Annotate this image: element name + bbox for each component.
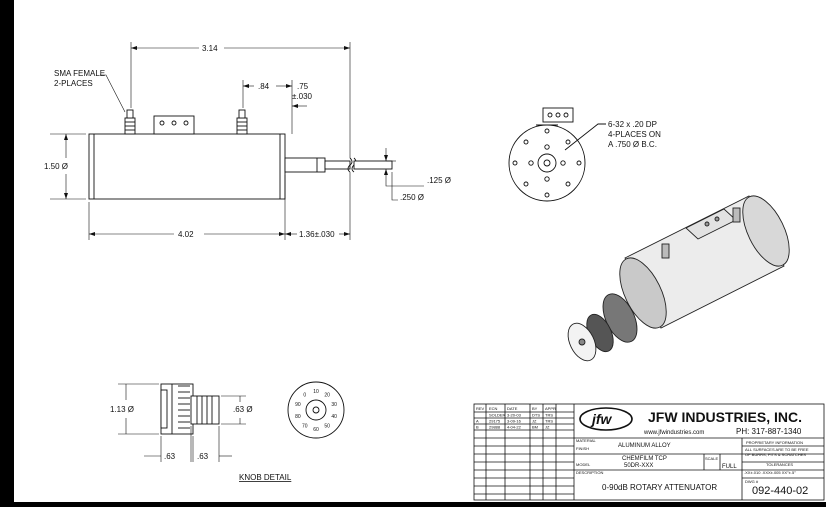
dim-shaft-length: 1.36±.030 xyxy=(299,230,335,239)
rev-cell: A xyxy=(476,419,479,424)
dial-mark: 90 xyxy=(295,402,301,408)
dial-mark: 10 xyxy=(313,389,319,395)
dim-collar-dia: .250 Ø xyxy=(400,193,424,202)
dial-mark: 80 xyxy=(295,414,301,420)
drawing-sheet: SMA FEMALE 2-PLACES 3.14 .84 .75 ±.030 1… xyxy=(14,0,826,502)
hole-label-3: A .750 Ø B.C. xyxy=(608,140,657,149)
rev-cell: BM xyxy=(532,425,538,430)
prop-info: PROPRIETARY INFORMATION xyxy=(746,440,803,445)
rev-cell: 29888 xyxy=(489,425,501,430)
shaft xyxy=(324,160,351,170)
front-arrows xyxy=(64,46,388,236)
dwg-number: 092-440-02 xyxy=(752,485,808,497)
knob-width-2: .63 xyxy=(197,452,209,461)
material-label: MATERIAL xyxy=(576,438,596,443)
rev-header: BY xyxy=(532,406,538,411)
rev-cell: JZ xyxy=(532,419,537,424)
dial-mark: 40 xyxy=(331,414,337,420)
dim-shaft-offset-2: ±.030 xyxy=(292,92,313,101)
sma-label-line1: SMA FEMALE xyxy=(54,69,105,78)
dial-mark: 70 xyxy=(302,423,308,429)
rev-cell: DTS xyxy=(532,413,540,418)
end-view xyxy=(508,107,606,202)
website: www.jfwindustries.com xyxy=(643,430,704,436)
hole-label-1: 6-32 x .20 DP xyxy=(608,120,657,129)
knob-detail-title: KNOB DETAIL xyxy=(239,473,292,482)
sma-label-line2: 2-PLACES xyxy=(54,79,93,88)
scale-label: SCALE xyxy=(705,456,718,461)
rev-header: REV xyxy=(476,406,485,411)
dim-body-length: 4.02 xyxy=(178,230,194,239)
hole-label-2: 4-PLACES ON xyxy=(608,130,661,139)
dial-mark: 30 xyxy=(331,402,337,408)
knob-dimensions xyxy=(118,383,246,462)
rev-header: ECN xyxy=(489,406,498,411)
front-view xyxy=(88,109,393,200)
tolerance-values: .XX±.010 .XXX±.005 XX°±.5° xyxy=(744,470,796,475)
sma-connector-right xyxy=(236,109,248,135)
end-flange xyxy=(508,124,586,202)
knob-dia-small: .63 Ø xyxy=(233,405,253,414)
jfw-logo: jfw xyxy=(579,407,633,431)
dial-mark: 20 xyxy=(324,393,330,399)
model-label: MODEL xyxy=(576,462,591,467)
phone: PH: 317-887-1340 xyxy=(736,427,802,436)
tolerance-label: TOLERANCES xyxy=(766,462,793,467)
dim-conn-spacing: .84 xyxy=(258,82,270,91)
description-value: 0-90dB ROTARY ATTENUATOR xyxy=(602,483,717,492)
rev-cell: B xyxy=(476,425,479,430)
rev-cell: 3-09-16 xyxy=(507,419,522,424)
logo-text: jfw xyxy=(590,411,613,427)
rev-cell: SOLDER xyxy=(489,413,506,418)
drawing-canvas: SMA FEMALE 2-PLACES 3.14 .84 .75 ±.030 1… xyxy=(44,42,825,501)
model-value: 50DR-XXX xyxy=(624,463,653,469)
knob-dia-large: 1.13 Ø xyxy=(110,405,134,414)
rev-cell: 29175 xyxy=(489,419,501,424)
dwg-label: DWG # xyxy=(745,479,759,484)
note-1: ALL SURFACES ARE TO BE FREE xyxy=(745,447,809,452)
scale-value: FULL xyxy=(722,464,737,470)
title-block xyxy=(473,403,825,501)
finish-value: CHEMFILM TCP xyxy=(622,456,667,462)
company-name: JFW INDUSTRIES, INC. xyxy=(648,409,802,425)
dim-shaft-offset-1: .75 xyxy=(297,82,309,91)
isometric-view xyxy=(567,195,790,362)
body-cylinder xyxy=(88,133,286,200)
rev-cell: TRS xyxy=(545,413,553,418)
knob-width-1: .63 xyxy=(164,452,176,461)
dial-mark: 60 xyxy=(313,427,319,433)
description-label: DESCRIPTION xyxy=(576,470,603,475)
finish-label: FINISH xyxy=(576,446,589,451)
note-2: OF BURRS, PITS & SCRATCHES xyxy=(745,452,806,457)
rev-cell: JZ xyxy=(545,425,550,430)
rev-cell: TRS xyxy=(545,419,553,424)
dim-overall-length: 3.14 xyxy=(202,44,218,53)
rev-header: APPR xyxy=(545,406,556,411)
knob-small xyxy=(190,395,220,425)
dial-mark: 50 xyxy=(324,423,330,429)
sma-connector-left xyxy=(124,109,136,135)
shaft-collar xyxy=(284,157,326,173)
material-value: ALUMINUM ALLOY xyxy=(618,443,671,449)
dim-body-dia: 1.50 Ø xyxy=(44,162,68,171)
dim-shaft-dia: .125 Ø xyxy=(427,176,451,185)
rev-header: DATE xyxy=(507,406,518,411)
rev-cell: 3-20-03 xyxy=(507,413,522,418)
knob-detail xyxy=(160,381,345,439)
knob-dial xyxy=(287,381,345,439)
dial-mark: 0 xyxy=(303,393,306,399)
rev-cell: 4-04-22 xyxy=(507,425,522,430)
